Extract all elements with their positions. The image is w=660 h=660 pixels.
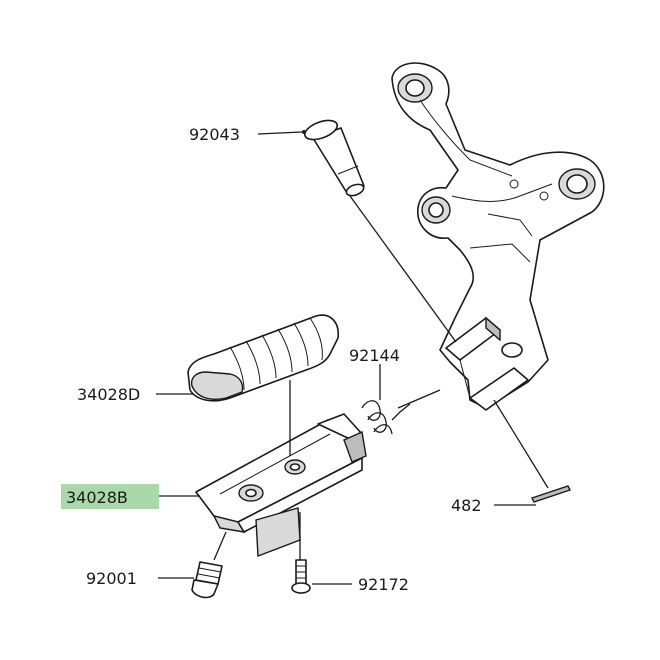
- callout-92144: 92144: [349, 346, 400, 365]
- washer-482: [531, 485, 571, 503]
- callout-92043: 92043: [189, 125, 240, 144]
- pivot-pin: [303, 119, 365, 197]
- callout-482: 482: [451, 496, 482, 515]
- footrest-bracket: [391, 62, 605, 411]
- callout-34028B: 34028B: [66, 488, 128, 507]
- callout-highlight: [61, 484, 159, 509]
- return-spring: [361, 400, 411, 435]
- bolt-92172: [291, 559, 311, 594]
- footpeg-body: [195, 413, 367, 557]
- bolt-92001: [191, 561, 223, 599]
- callout-34028D: 34028D: [77, 385, 140, 404]
- assembly-lines: [213, 195, 549, 561]
- callout-92001: 92001: [86, 569, 137, 588]
- callout-92172: 92172: [358, 575, 409, 594]
- callout-leaders: [156, 130, 536, 585]
- footpeg-rubber: [187, 314, 340, 402]
